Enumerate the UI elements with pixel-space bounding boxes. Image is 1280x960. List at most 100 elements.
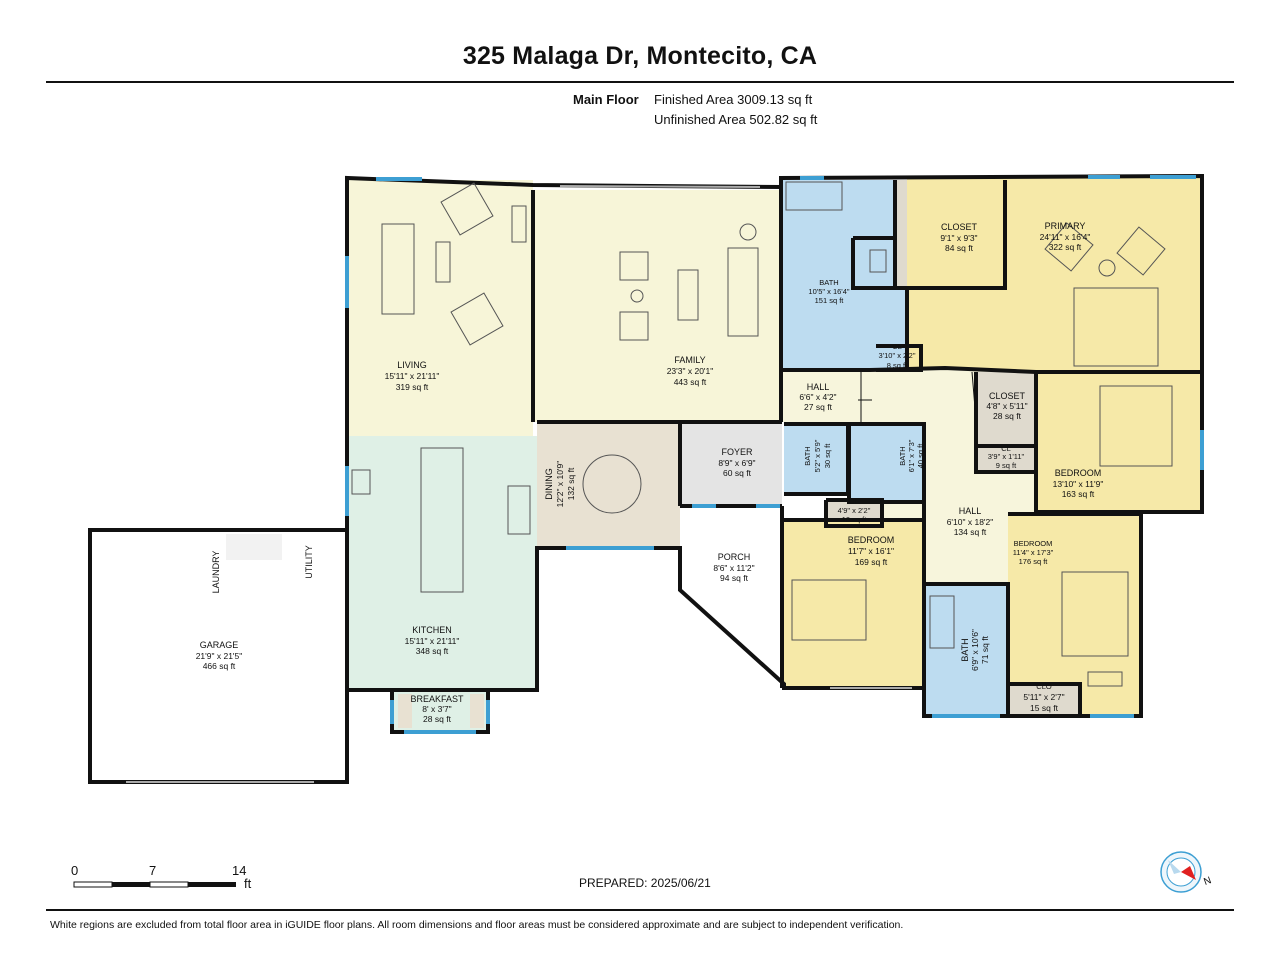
bedroom3-name: BEDROOM <box>1014 539 1053 548</box>
breakfast-dim: 8' x 3'7" <box>422 704 451 714</box>
kitchen-area: 348 sq ft <box>416 646 449 656</box>
closet1-dim: 9'1" x 9'3" <box>940 233 977 243</box>
porch-name: PORCH <box>718 552 751 562</box>
bath2-fill <box>784 424 848 494</box>
bath1-fill <box>781 180 907 370</box>
bedroom3-area: 176 sq ft <box>1019 557 1049 566</box>
living-name: LIVING <box>397 360 427 370</box>
cl2-area: 9 sq ft <box>996 461 1017 470</box>
dining-fill <box>537 422 680 548</box>
cl1-area: 8 sq ft <box>887 361 908 370</box>
bath3-area: 40 sq ft <box>916 443 925 469</box>
bedroom1-fill <box>1036 372 1200 512</box>
living-dim: 15'11" x 21'11" <box>385 371 440 381</box>
closet2-dim: 4'8" x 5'11" <box>986 401 1027 411</box>
breakfast-name: BREAKFAST <box>410 694 464 704</box>
bath2-area: 30 sq ft <box>823 443 832 469</box>
closet2-name: CLOSET <box>989 391 1026 401</box>
bath3-fill <box>849 424 924 502</box>
bath3-name: BATH <box>898 446 907 465</box>
scale-tick-7: 7 <box>149 863 157 878</box>
unfinished-area: Unfinished Area 502.82 sq ft <box>654 112 818 127</box>
kitchen-dim: 15'11" x 21'11" <box>405 636 460 646</box>
foyer-area: 60 sq ft <box>723 468 752 478</box>
cl3-dim: 4'9" x 2'2" <box>838 506 871 515</box>
hall1-area: 27 sq ft <box>804 402 833 412</box>
bedroom1-area: 163 sq ft <box>1062 489 1095 499</box>
bedroom1-dim: 13'10" x 11'9" <box>1053 479 1104 489</box>
bath1-area: 151 sq ft <box>815 296 845 305</box>
dining-dim: 12'2" x 10'9" <box>555 461 565 508</box>
bath4-area: 71 sq ft <box>980 635 990 664</box>
clo-name: CLO <box>1036 682 1052 691</box>
family-name: FAMILY <box>674 355 705 365</box>
primary-area: 322 sq ft <box>1049 242 1082 252</box>
family-area: 443 sq ft <box>674 377 707 387</box>
bedroom1-name: BEDROOM <box>1055 468 1102 478</box>
foyer-dim: 8'9" x 6'9" <box>718 458 755 468</box>
bedroom3-dim: 11'4" x 17'3" <box>1013 548 1054 557</box>
foyer-fill <box>680 422 782 506</box>
living-fill <box>347 180 533 436</box>
disclaimer: White regions are excluded from total fl… <box>50 919 904 931</box>
hall1-dim: 6'6" x 4'2" <box>799 392 836 402</box>
garage-dim: 21'9" x 21'5" <box>196 651 243 661</box>
bedroom2-area: 169 sq ft <box>855 557 888 567</box>
finished-area: Finished Area 3009.13 sq ft <box>654 92 813 107</box>
floor-label: Main Floor <box>573 92 639 107</box>
cl2-name: CL <box>1001 444 1011 453</box>
bath2-name: BATH <box>803 446 812 465</box>
windows <box>345 175 1204 734</box>
bedroom3-fill <box>1008 514 1141 714</box>
furniture <box>351 181 1173 687</box>
cl3-area: 10 sq ft <box>842 515 868 524</box>
cl3-name: CL <box>849 497 859 506</box>
cl1-dim: 3'10" x 2'2" <box>879 351 916 360</box>
utility-name: UTILITY <box>304 545 314 579</box>
footer-rule <box>46 909 1234 911</box>
scale-unit: ft <box>244 876 252 891</box>
clo-fill <box>1008 684 1080 714</box>
cl2-fill <box>976 446 1036 472</box>
bedroom2-fill <box>784 520 924 688</box>
prepared-date: PREPARED: 2025/06/21 <box>579 876 711 890</box>
hall1-name: HALL <box>807 382 830 392</box>
kitchen-name: KITCHEN <box>412 625 452 635</box>
bath1-name: BATH <box>819 278 838 287</box>
hall1-fill <box>781 370 861 422</box>
cl2-dim: 3'9" x 1'11" <box>988 452 1025 461</box>
bath4-dim: 6'9" x 10'6" <box>970 629 980 671</box>
bath1-dim: 10'5" x 16'4" <box>808 287 849 296</box>
kitchen-fill <box>347 436 537 690</box>
garage-area: 466 sq ft <box>203 661 236 671</box>
living-area: 319 sq ft <box>396 382 429 392</box>
bedroom2-name: BEDROOM <box>848 535 895 545</box>
scale-bar <box>73 881 236 888</box>
cl1-name: CL <box>892 342 902 351</box>
hall2-dim: 6'10" x 18'2" <box>947 517 994 527</box>
primary-name: PRIMARY <box>1045 221 1086 231</box>
hall2-area: 134 sq ft <box>954 527 987 537</box>
scale-tick-0: 0 <box>71 863 79 878</box>
dining-name: DINING <box>544 468 554 500</box>
bath4-name: BATH <box>960 638 970 661</box>
closet1-area: 84 sq ft <box>945 243 974 253</box>
hall2-name: HALL <box>959 506 982 516</box>
breakfast-area: 28 sq ft <box>423 714 452 724</box>
family-fill <box>533 190 781 422</box>
porch-dim: 8'6" x 11'2" <box>713 563 754 573</box>
porch-area: 94 sq ft <box>720 573 749 583</box>
compass-icon <box>1160 851 1202 893</box>
garage-name: GARAGE <box>200 640 239 650</box>
dining-area: 132 sq ft <box>566 467 576 500</box>
header-rule <box>46 81 1234 83</box>
bath3-dim: 6'1" x 7'3" <box>907 439 916 472</box>
laundry-name: LAUNDRY <box>211 551 221 594</box>
family-dim: 23'3" x 20'1" <box>667 366 714 376</box>
scale-tick-14: 14 <box>232 863 247 878</box>
room-labels: LIVING 15'11" x 21'11" 319 sq ft FAMILY … <box>196 221 1104 724</box>
primary-dim: 24'11" x 16'4" <box>1040 232 1091 242</box>
room-fills <box>226 178 1200 732</box>
bath2-dim: 5'2" x 5'9" <box>813 439 822 472</box>
